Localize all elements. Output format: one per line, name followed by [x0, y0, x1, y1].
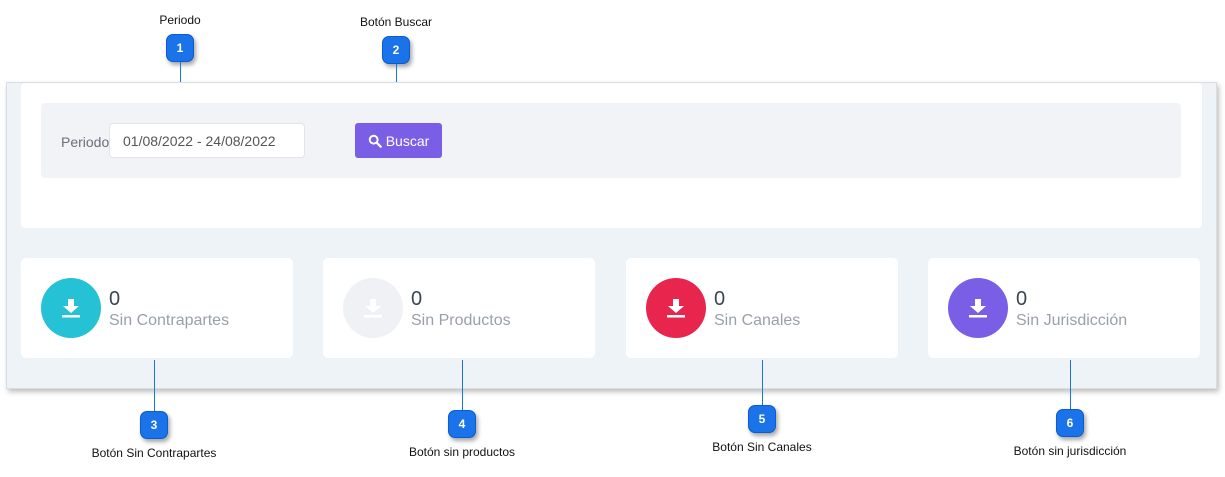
callout-badge-5: 5	[748, 405, 776, 433]
download-icon	[364, 299, 382, 318]
callout-label-buscar: Botón Buscar	[359, 15, 433, 29]
period-input[interactable]	[109, 123, 305, 158]
stat-count: 0	[1016, 288, 1028, 310]
app-frame: Periodo Buscar 0 Sin Contrapartes	[6, 82, 1217, 389]
callout-label-sin-canales: Botón Sin Canales	[712, 440, 812, 454]
stat-name: Sin Contrapartes	[109, 312, 230, 329]
stat-count: 0	[109, 288, 121, 310]
stat-icon-circle[interactable]	[646, 278, 706, 338]
callout-label-periodo: Periodo	[159, 13, 201, 27]
search-button-label: Buscar	[385, 132, 430, 149]
stat-card-sin-canales[interactable]: 0 Sin Canales	[626, 258, 898, 358]
stat-count: 0	[714, 288, 726, 310]
callout-label-sin-contrapartes: Botón Sin Contrapartes	[91, 446, 217, 460]
download-icon	[62, 299, 80, 318]
stat-card-sin-contrapartes[interactable]: 0 Sin Contrapartes	[21, 258, 293, 358]
callout-label-sin-productos: Botón sin productos	[408, 445, 516, 459]
stat-name: Sin Canales	[714, 312, 801, 329]
callout-line-5	[762, 360, 763, 407]
stat-name: Sin Jurisdicción	[1016, 312, 1128, 329]
stat-icon-circle[interactable]	[343, 278, 403, 338]
period-label: Periodo	[61, 134, 110, 150]
stat-count: 0	[411, 288, 423, 310]
stat-card-sin-jurisdiccion[interactable]: 0 Sin Jurisdicción	[928, 258, 1200, 358]
download-icon	[969, 299, 987, 318]
callout-badge-6: 6	[1056, 409, 1084, 437]
download-icon	[667, 299, 685, 318]
callout-badge-4: 4	[448, 410, 476, 438]
stat-name: Sin Productos	[411, 312, 511, 329]
stat-card-sin-productos[interactable]: 0 Sin Productos	[323, 258, 595, 358]
callout-line-4	[462, 360, 463, 412]
stat-icon-circle[interactable]	[948, 278, 1008, 338]
filter-panel: Periodo Buscar	[41, 103, 1181, 178]
search-button[interactable]: Buscar	[355, 123, 442, 158]
search-icon	[368, 134, 382, 148]
callout-badge-2: 2	[382, 36, 410, 64]
callout-badge-3: 3	[140, 411, 168, 439]
filter-card: Periodo Buscar	[21, 83, 1202, 228]
callout-line-6	[1070, 360, 1071, 410]
stat-icon-circle[interactable]	[41, 278, 101, 338]
callout-label-sin-jurisdiccion: Botón sin jurisdicción	[1013, 444, 1127, 458]
callout-line-3	[154, 360, 155, 412]
callout-badge-1: 1	[166, 34, 194, 62]
